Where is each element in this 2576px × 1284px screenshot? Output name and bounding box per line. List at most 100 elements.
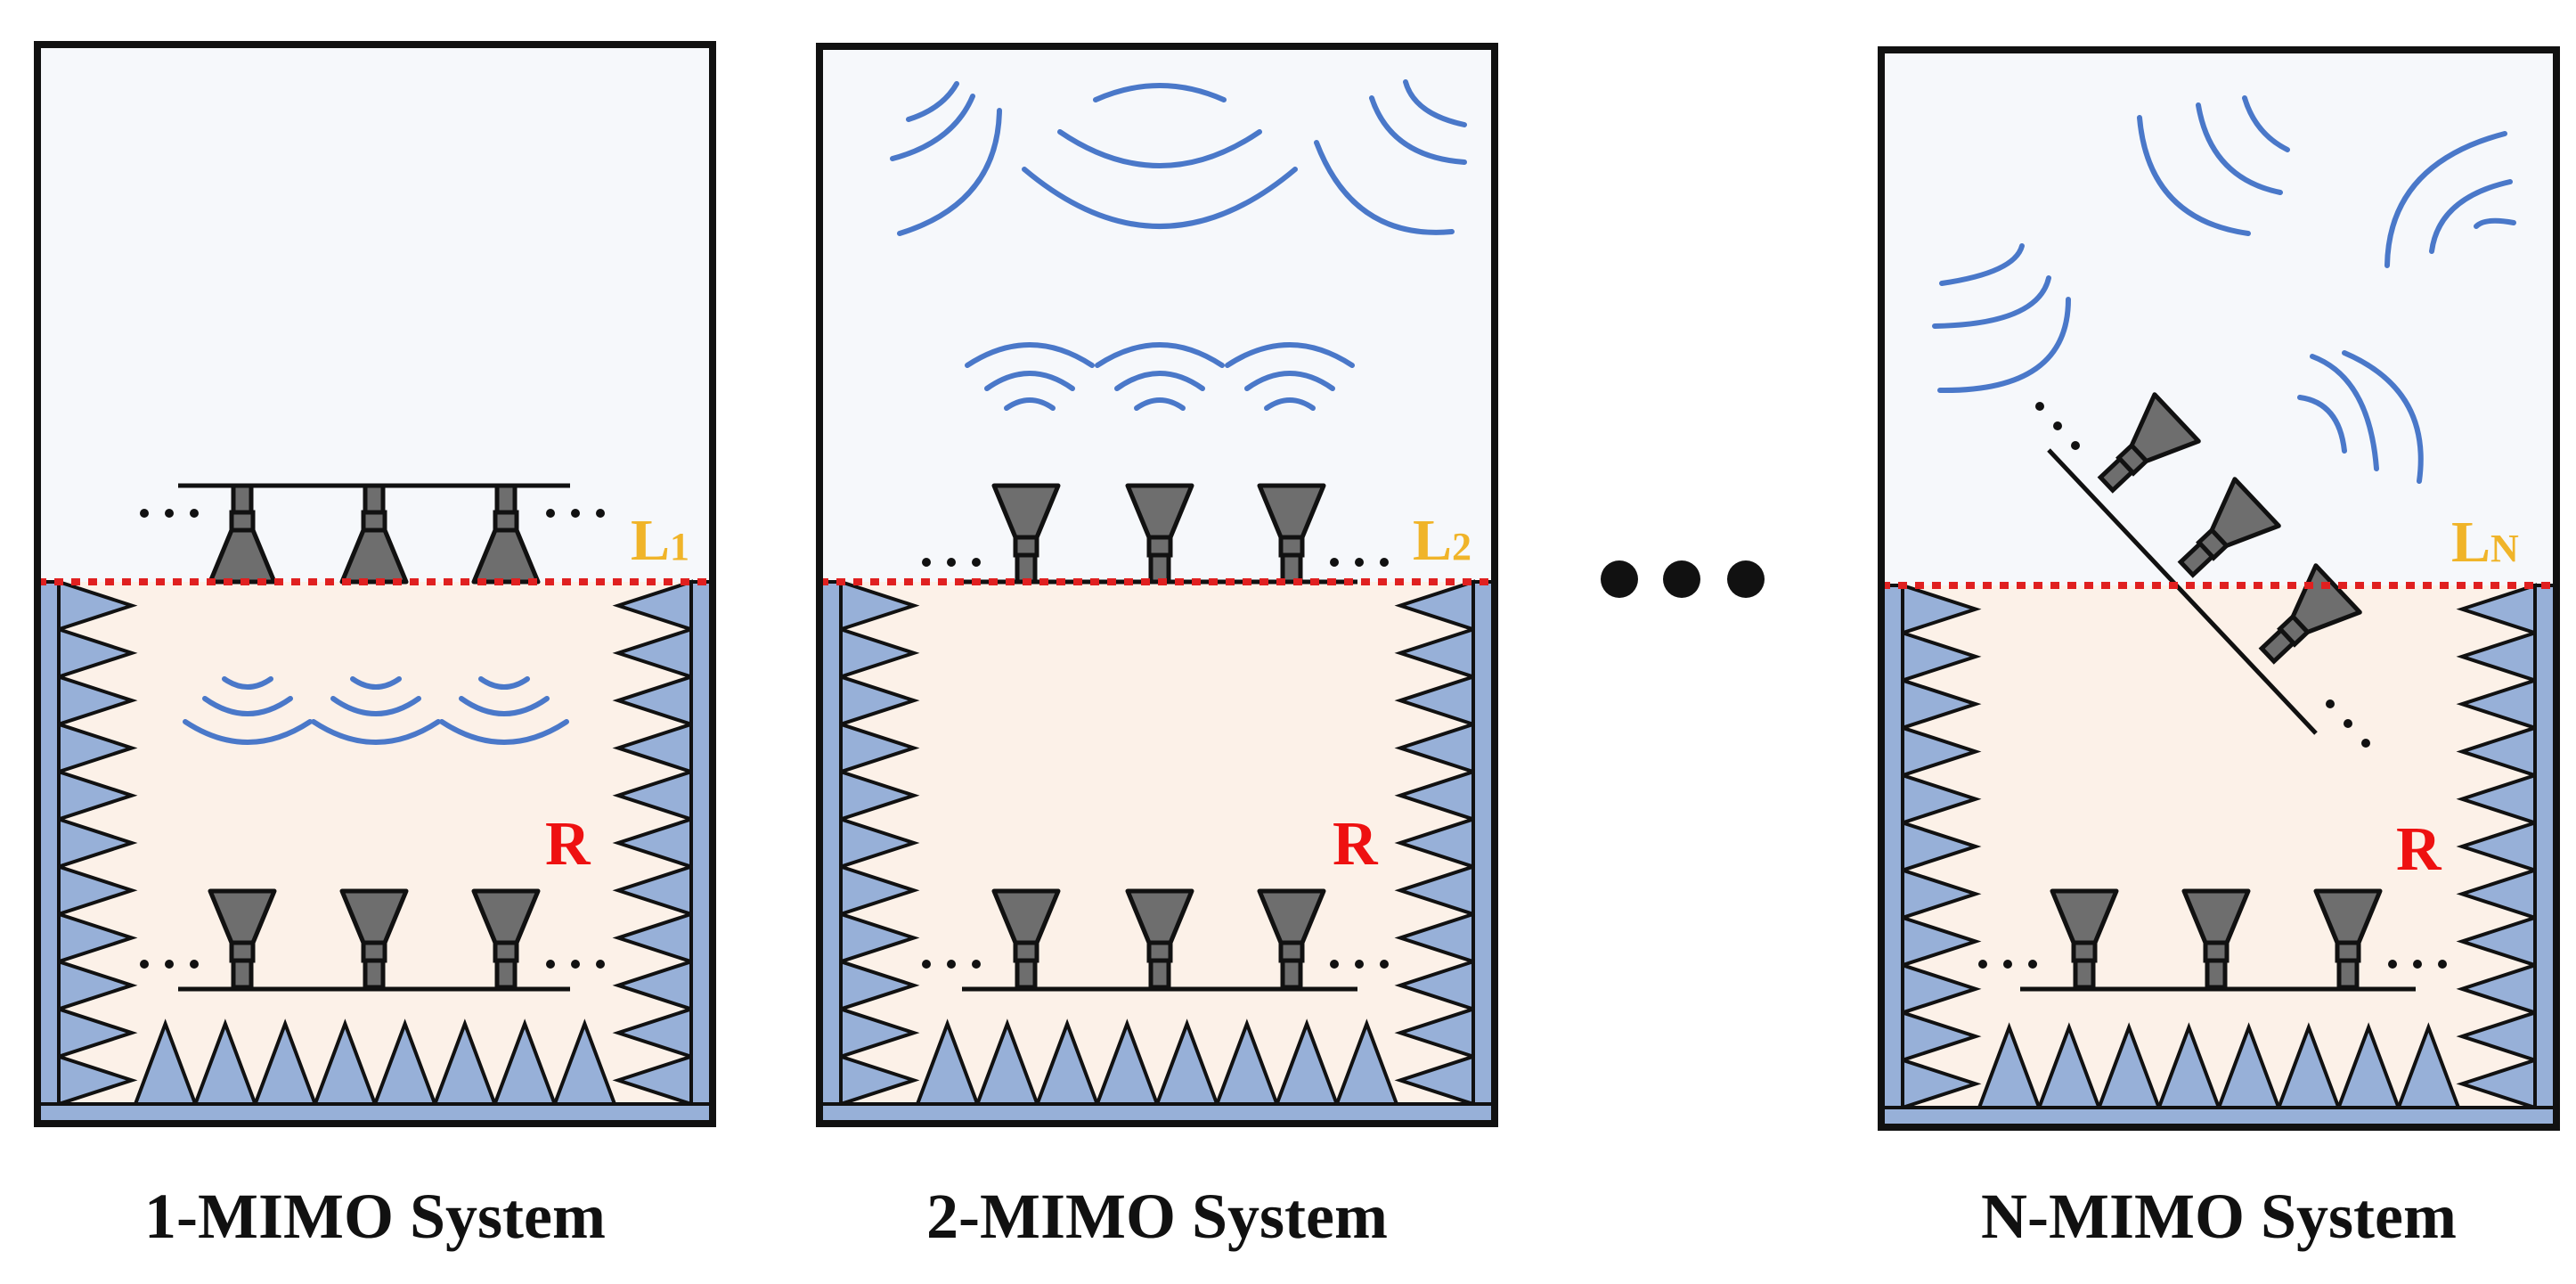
absorber-cone-icon <box>2456 962 2537 1016</box>
wavefront-group <box>1932 95 2516 484</box>
lower-antenna-array <box>922 891 1389 992</box>
absorber-cone-icon <box>839 816 920 870</box>
upper-antenna-array <box>2035 395 2370 748</box>
line-label: LN <box>2451 510 2519 575</box>
absorber-cone-icon <box>612 912 693 964</box>
panel-caption: N-MIMO System <box>1981 1181 2457 1252</box>
absorber-cone-icon <box>1901 773 1982 826</box>
ellipsis-dots-icon <box>2326 699 2370 748</box>
absorber-cone-icon <box>2216 1022 2282 1109</box>
absorber-cone-icon <box>1394 1053 1475 1107</box>
line-label: L2 <box>1413 508 1471 573</box>
panel-1-mimo: L1 R <box>34 41 716 1127</box>
region-label: R <box>545 810 591 879</box>
absorber-cone-icon <box>1394 912 1475 964</box>
panel-2-mimo: L2 R <box>816 43 1498 1127</box>
absorber-cone-icon <box>839 769 920 822</box>
absorber-cone-icon <box>839 674 920 727</box>
absorber-cone-icon <box>57 912 138 964</box>
line-label: L1 <box>631 508 689 573</box>
absorber-cone-icon <box>432 1018 498 1106</box>
absorber-cone-icon <box>612 1053 693 1107</box>
absorber-cone-icon <box>312 1018 378 1106</box>
absorber-cone-icon <box>1901 962 1982 1016</box>
left-absorber-wall <box>1879 583 1982 1129</box>
bottom-absorber-floor <box>818 1018 1496 1125</box>
absorber-cone-icon <box>2276 1022 2342 1109</box>
panel-n-mimo: LN R <box>1878 46 2560 1131</box>
ellipsis-dots-icon <box>546 960 605 969</box>
absorber-cone-icon <box>2456 773 2537 826</box>
absorber-cone-icon <box>1901 583 1982 636</box>
ellipsis-dots-icon <box>922 558 981 567</box>
absorber-cone-icon <box>612 722 693 774</box>
absorber-cone-icon <box>1394 626 1475 680</box>
ellipsis-dots-icon <box>140 960 199 969</box>
absorber-cone-icon <box>1901 677 1982 731</box>
absorber-cone-icon <box>1394 863 1475 917</box>
wavefront-group <box>890 79 1467 236</box>
absorber-cone-icon <box>57 579 138 633</box>
absorber-cone-icon <box>2336 1022 2401 1109</box>
absorber-cone-icon <box>2456 820 2537 873</box>
absorber-cone-icon <box>1394 674 1475 727</box>
absorber-cone-icon <box>839 959 920 1012</box>
absorber-cone-icon <box>551 1018 617 1106</box>
right-absorber-wall <box>1394 579 1496 1125</box>
absorber-cone-icon <box>1094 1018 1160 1106</box>
absorber-cone-icon <box>1274 1018 1340 1106</box>
absorber-cone-icon <box>839 722 920 774</box>
absorber-cone-icon <box>1154 1018 1220 1106</box>
absorber-cone-icon <box>974 1018 1040 1106</box>
absorber-cone-icon <box>612 959 693 1012</box>
absorber-cone-icon <box>2456 1057 2537 1110</box>
absorber-cone-icon <box>839 1006 920 1059</box>
absorber-cone-icon <box>1901 725 1982 778</box>
absorber-cone-icon <box>1901 1057 1982 1110</box>
lower-antenna-array <box>1978 891 2447 992</box>
ellipsis-dots-icon <box>1330 960 1389 969</box>
absorber-cone-icon <box>839 1053 920 1107</box>
absorber-cone-icon <box>57 626 138 680</box>
absorber-cone-icon <box>1034 1018 1100 1106</box>
right-absorber-wall <box>612 579 714 1125</box>
absorber-cone-icon <box>57 863 138 917</box>
absorber-cone-icon <box>915 1018 981 1106</box>
ellipsis-dots-icon <box>546 509 605 518</box>
absorber-cone-icon <box>1394 722 1475 774</box>
ellipsis-dots-icon <box>1601 560 1765 598</box>
absorber-cone-icon <box>2036 1022 2102 1109</box>
absorber-cone-icon <box>1901 820 1982 873</box>
absorber-cone-icon <box>2456 867 2537 920</box>
absorber-cone-icon <box>2156 1022 2221 1109</box>
absorber-cone-icon <box>1901 1010 1982 1063</box>
absorber-cone-icon <box>133 1018 199 1106</box>
bottom-absorber-floor <box>1879 1022 2558 1129</box>
ellipsis-dots-icon <box>2388 960 2447 969</box>
ellipsis-dots-icon <box>140 509 199 518</box>
absorber-cone-icon <box>839 626 920 680</box>
absorber-cone-icon <box>839 579 920 633</box>
absorber-cone-icon <box>2456 583 2537 636</box>
absorber-cone-icon <box>2096 1022 2162 1109</box>
absorber-cone-icon <box>57 722 138 774</box>
absorber-cone-icon <box>612 1006 693 1059</box>
absorber-cone-icon <box>1977 1022 2042 1109</box>
absorber-cone-icon <box>1901 915 1982 968</box>
absorber-cone-icon <box>192 1018 258 1106</box>
absorber-cone-icon <box>57 1006 138 1059</box>
absorber-cone-icon <box>1901 630 1982 683</box>
absorber-cone-icon <box>1394 816 1475 870</box>
absorber-cone-icon <box>1394 579 1475 633</box>
panel-caption: 2-MIMO System <box>926 1181 1388 1252</box>
absorber-cone-icon <box>1394 1006 1475 1059</box>
absorber-cone-icon <box>839 863 920 917</box>
upper-antenna-array <box>140 483 605 582</box>
absorber-cone-icon <box>57 674 138 727</box>
absorber-cone-icon <box>57 1053 138 1107</box>
absorber-cone-icon <box>612 626 693 680</box>
ellipsis-dots-icon <box>1330 558 1389 567</box>
ellipsis-dots-icon <box>1978 960 2037 969</box>
region-label: R <box>2396 815 2442 884</box>
absorber-cone-icon <box>1901 867 1982 920</box>
